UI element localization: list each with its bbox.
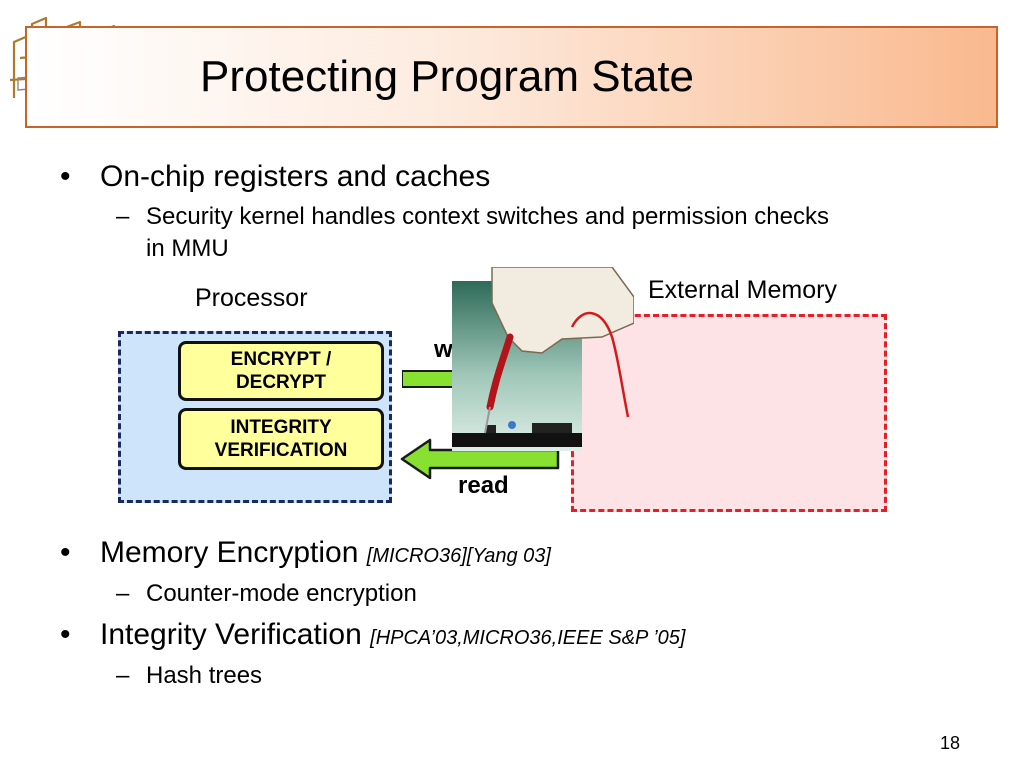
processor-label: Processor bbox=[195, 284, 308, 312]
sub-bullet-marker: – bbox=[116, 580, 130, 607]
integrity-label-line2: VERIFICATION bbox=[214, 440, 348, 461]
sub-bullet-text: Hash trees bbox=[146, 662, 263, 689]
read-arrow bbox=[400, 438, 560, 480]
citation: [HPCA’03,MICRO36,IEEE S&P ’05] bbox=[370, 627, 686, 649]
write-label: w bbox=[434, 336, 453, 363]
bullet-item: • Integrity Verification [HPCA’03,MICRO3… bbox=[60, 618, 685, 652]
citation: [MICRO36][Yang 03] bbox=[366, 545, 551, 567]
sub-bullet-text-line1: Security kernel handles context switches… bbox=[146, 203, 829, 230]
sub-bullet-item: – Counter-mode encryption bbox=[116, 580, 417, 608]
slide-title: Protecting Program State bbox=[200, 52, 695, 101]
integrity-verification-block: INTEGRITY VERIFICATION bbox=[178, 408, 384, 470]
bullet-item: • Memory Encryption [MICRO36][Yang 03] bbox=[60, 536, 551, 570]
bullet-marker: • bbox=[60, 160, 71, 193]
encrypt-decrypt-block: ENCRYPT / DECRYPT bbox=[178, 341, 384, 401]
bullet-text: Memory Encryption bbox=[100, 536, 359, 569]
sub-bullet-text: Counter-mode encryption bbox=[146, 580, 417, 607]
read-label: read bbox=[458, 472, 509, 499]
integrity-label-line1: INTEGRITY bbox=[230, 417, 332, 438]
sub-bullet-marker: – bbox=[116, 203, 130, 230]
bullet-text: Integrity Verification bbox=[100, 618, 362, 651]
encrypt-label-line2: DECRYPT bbox=[235, 372, 327, 393]
page-number: 18 bbox=[940, 733, 961, 753]
title-bar bbox=[25, 26, 998, 128]
sub-bullet-text-line2: in MMU bbox=[146, 235, 229, 262]
bullet-item: • On-chip registers and caches bbox=[60, 160, 490, 194]
bullet-text: On-chip registers and caches bbox=[100, 160, 491, 193]
bullet-marker: • bbox=[60, 618, 71, 651]
external-memory-box bbox=[571, 314, 887, 512]
bullet-marker: • bbox=[60, 536, 71, 569]
hand-probe-icon bbox=[452, 267, 634, 451]
sub-bullet-item: – Security kernel handles context switch… bbox=[116, 203, 829, 231]
encrypt-label-line1: ENCRYPT / bbox=[230, 349, 332, 370]
sub-bullet-item: – Hash trees bbox=[116, 662, 262, 690]
sub-bullet-marker: – bbox=[116, 662, 130, 689]
external-memory-label: External Memory bbox=[648, 276, 837, 304]
